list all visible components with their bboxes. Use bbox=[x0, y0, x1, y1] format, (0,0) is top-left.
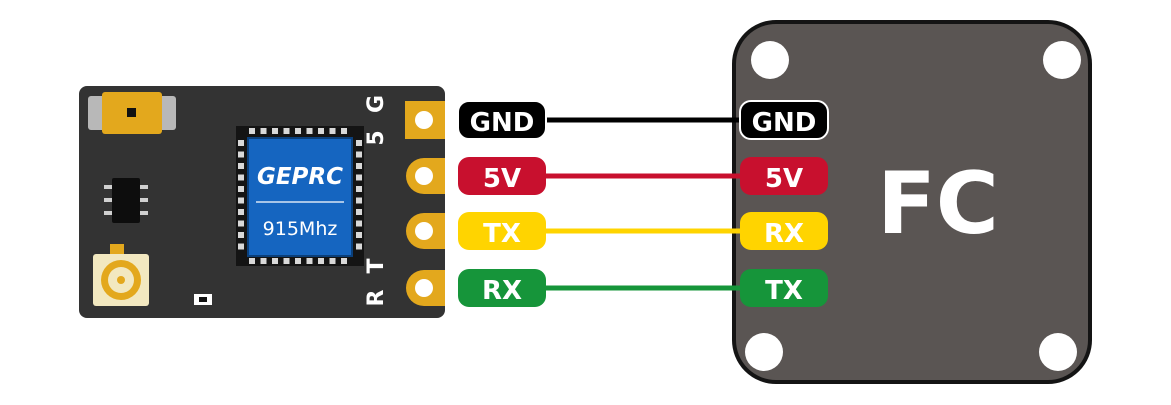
chip-pin bbox=[238, 232, 244, 238]
chip-pin bbox=[283, 258, 290, 264]
chip-pin bbox=[356, 151, 362, 158]
mounting-hole bbox=[751, 41, 789, 79]
chip-pin bbox=[318, 128, 324, 134]
chip-pin bbox=[329, 128, 336, 134]
antenna-connector bbox=[93, 244, 149, 306]
chip-pin bbox=[238, 209, 244, 215]
svg-text:5V: 5V bbox=[765, 164, 803, 194]
chip-pin bbox=[356, 186, 362, 192]
capacitor-component bbox=[88, 92, 176, 134]
pin-letter-t: T bbox=[364, 258, 389, 273]
chip-pin bbox=[238, 220, 244, 227]
label-right-5v: 5V bbox=[740, 157, 828, 195]
chip-pin bbox=[356, 174, 362, 181]
chip-pin bbox=[356, 220, 362, 227]
svg-text:TX: TX bbox=[765, 276, 803, 306]
label-left-rx: RX bbox=[458, 269, 546, 307]
chip-pin bbox=[356, 140, 362, 146]
mounting-hole bbox=[745, 333, 783, 371]
chip-pin bbox=[283, 128, 290, 134]
svg-text:RX: RX bbox=[482, 276, 522, 306]
chip-pin bbox=[249, 258, 255, 264]
chip-pin bbox=[295, 258, 301, 264]
chip-pin bbox=[249, 128, 255, 134]
label-right-tx: TX bbox=[740, 269, 828, 307]
svg-text:GND: GND bbox=[470, 108, 535, 138]
chip-pin bbox=[238, 243, 244, 250]
label-right-rx: RX bbox=[740, 212, 828, 250]
mounting-hole bbox=[1039, 333, 1077, 371]
svg-text:GND: GND bbox=[752, 108, 817, 138]
fc-title: FC bbox=[877, 154, 999, 254]
pad-5v bbox=[406, 158, 445, 194]
chip-pin bbox=[238, 163, 244, 169]
chip-pin bbox=[329, 258, 336, 264]
rf-chip: GEPRC 915Mhz bbox=[236, 126, 364, 266]
chip-pin bbox=[238, 197, 244, 204]
label-right-gnd: GND bbox=[739, 100, 829, 140]
chip-pin bbox=[238, 140, 244, 146]
chip-pin bbox=[238, 151, 244, 158]
chip-pin bbox=[272, 258, 278, 264]
pin-letter-r: R bbox=[364, 289, 389, 306]
svg-text:TX: TX bbox=[483, 219, 521, 249]
flight-controller: FC bbox=[732, 20, 1092, 384]
chip-pin bbox=[318, 258, 324, 264]
chip-pin bbox=[238, 174, 244, 181]
chip-pin bbox=[356, 163, 362, 169]
pad-gnd bbox=[405, 101, 445, 139]
pad-rx bbox=[406, 270, 445, 306]
mounting-hole bbox=[1043, 41, 1081, 79]
chip-pin bbox=[306, 258, 313, 264]
chip-pin bbox=[341, 128, 347, 134]
chip-pin bbox=[356, 197, 362, 204]
svg-text:5V: 5V bbox=[483, 164, 521, 194]
small-ic bbox=[104, 178, 148, 223]
brand-logo: GEPRC bbox=[257, 164, 343, 190]
chip-pin bbox=[306, 128, 313, 134]
chip-pin bbox=[260, 128, 267, 134]
chip-pin bbox=[238, 186, 244, 192]
pin-letter-g: G bbox=[364, 95, 389, 113]
chip-pin bbox=[295, 128, 301, 134]
svg-text:RX: RX bbox=[764, 219, 804, 249]
chip-pin bbox=[272, 128, 278, 134]
receiver-board: GEPRC 915Mhz G 5 T R bbox=[79, 86, 445, 318]
chip-pin bbox=[356, 209, 362, 215]
frequency-label: 915Mhz bbox=[263, 218, 338, 240]
label-left-gnd: GND bbox=[457, 100, 547, 140]
chip-pin bbox=[356, 243, 362, 250]
label-left-5v: 5V bbox=[458, 157, 546, 195]
pad-tx bbox=[406, 213, 445, 249]
chip-pin bbox=[260, 258, 267, 264]
label-left-tx: TX bbox=[458, 212, 546, 250]
chip-pin bbox=[341, 258, 347, 264]
chip-pin bbox=[356, 232, 362, 238]
pin-letter-5: 5 bbox=[364, 130, 389, 145]
